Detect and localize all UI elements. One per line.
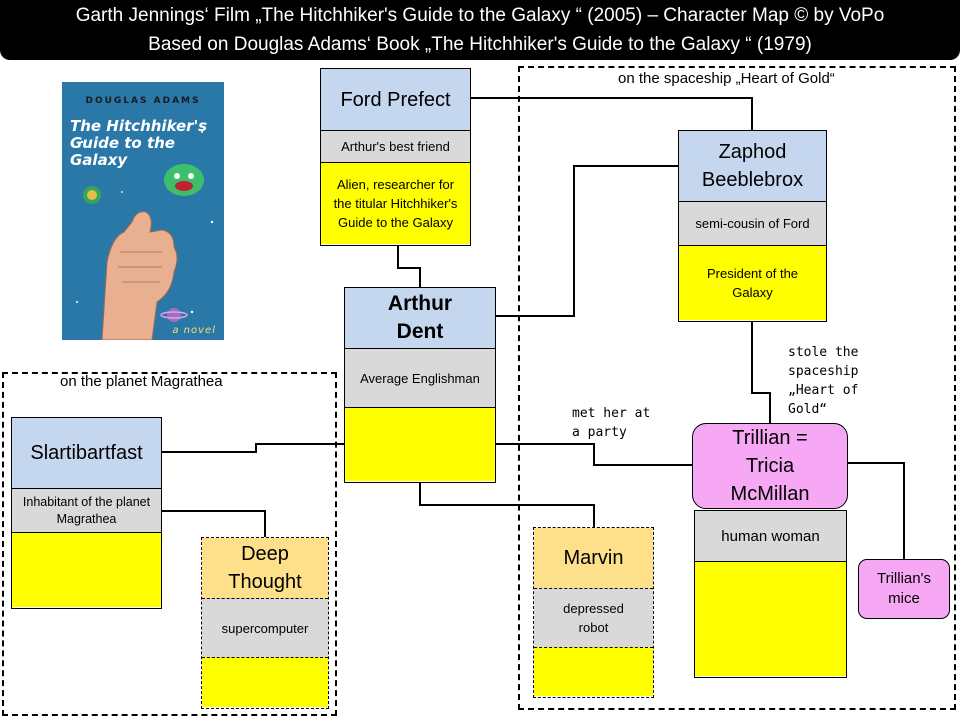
connector-slarti-deepthought xyxy=(162,510,266,537)
trillian-card: human woman xyxy=(694,510,847,678)
arthur-dent-description xyxy=(345,407,495,481)
connector-ford-zaphod xyxy=(471,97,753,130)
stole-spaceship-note: stole the spaceship „Heart of Gold“ xyxy=(788,345,859,417)
arthur-dent-card: Arthur Dent Average Englishman xyxy=(344,287,496,483)
spaceship-region-label: on the spaceship „Heart of Gold“ xyxy=(618,70,835,87)
book-cover-art xyxy=(62,82,224,340)
arthur-dent-relation: Average Englishman xyxy=(345,348,495,407)
marvin-relation: depressed robot xyxy=(534,588,653,647)
trillian-description xyxy=(695,561,846,676)
title-bar: Garth Jennings‘ Film „The Hitchhiker's G… xyxy=(0,0,960,60)
magrathea-region xyxy=(2,372,337,716)
slartibartfast-description xyxy=(12,532,161,607)
trillians-mice-name: Trillian's mice xyxy=(877,570,931,607)
book-cover-image: DOUGLAS ADAMS The Hitchhiker's Guide to … xyxy=(62,82,224,340)
slartibartfast-relation: Inhabitant of the planet Magrathea xyxy=(12,488,161,532)
trillian-relation: human woman xyxy=(695,511,846,561)
slartibartfast-name: Slartibartfast xyxy=(12,418,161,488)
trillian-name: Trillian = Tricia McMillan xyxy=(730,427,810,505)
deep-thought-card: Deep Thought supercomputer xyxy=(201,537,329,709)
connector-trillian-mice xyxy=(848,462,905,560)
zaphod-description: President of the Galaxy xyxy=(679,245,826,320)
deep-thought-description xyxy=(202,657,328,707)
connector-arthur-marvin xyxy=(419,483,595,527)
trillians-mice-box: Trillian's mice xyxy=(858,559,950,619)
ford-prefect-card: Ford Prefect Arthur's best friend Alien,… xyxy=(320,68,471,246)
book-author: DOUGLAS ADAMS xyxy=(85,96,201,106)
met-at-party-note: met her at a party xyxy=(572,406,651,440)
magrathea-region-label: on the planet Magrathea xyxy=(60,373,223,390)
spaceship-region xyxy=(518,66,956,710)
zaphod-name: Zaphod Beeblebrox xyxy=(679,131,826,201)
deep-thought-name: Deep Thought xyxy=(202,538,328,598)
arthur-dent-name: Arthur Dent xyxy=(345,288,495,348)
marvin-card: Marvin depressed robot xyxy=(533,527,654,698)
slartibartfast-card: Slartibartfast Inhabitant of the planet … xyxy=(11,417,162,609)
book-title: The Hitchhiker's Guide to the Galaxy xyxy=(70,117,208,169)
ford-prefect-name: Ford Prefect xyxy=(321,69,470,130)
connector-zaphod-trillian xyxy=(751,322,771,424)
connector-arthur-zaphod xyxy=(496,165,678,317)
zaphod-card: Zaphod Beeblebrox semi-cousin of Ford Pr… xyxy=(678,130,827,322)
connector-arthur-slarti xyxy=(162,443,344,453)
marvin-description xyxy=(534,647,653,696)
trillian-name-box: Trillian = Tricia McMillan xyxy=(692,423,848,509)
marvin-name: Marvin xyxy=(534,528,653,588)
connector-arthur-trillian xyxy=(496,443,692,466)
book-subtitle: a novel xyxy=(172,325,216,336)
connector-ford-arthur xyxy=(397,246,421,287)
ford-prefect-relation: Arthur's best friend xyxy=(321,130,470,162)
title-line-2: Based on Douglas Adams‘ Book „The Hitchh… xyxy=(148,34,812,55)
ford-prefect-description: Alien, researcher for the titular Hitchh… xyxy=(321,162,470,244)
title-line-1: Garth Jennings‘ Film „The Hitchhiker's G… xyxy=(75,5,885,26)
deep-thought-relation: supercomputer xyxy=(202,598,328,657)
zaphod-relation: semi-cousin of Ford xyxy=(679,201,826,245)
